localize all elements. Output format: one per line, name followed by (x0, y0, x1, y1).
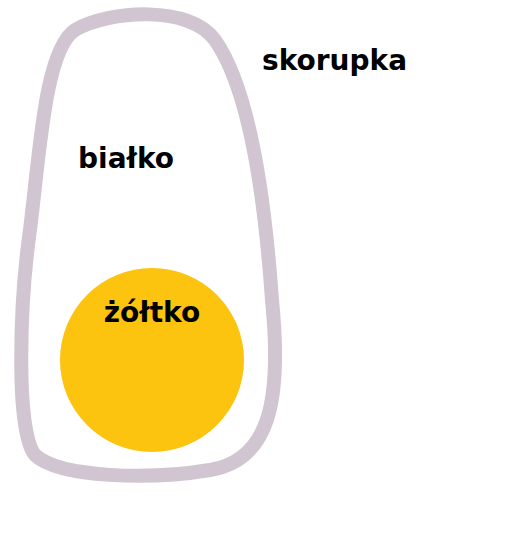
part-name: białko (78, 142, 174, 176)
egg-yolk: żółtko (60, 268, 244, 452)
egg-white: białko żółtko (12, 12, 284, 484)
part-name: żółtko (104, 296, 200, 330)
part-label: skorupka (262, 44, 407, 78)
shell-outline (21, 14, 275, 475)
